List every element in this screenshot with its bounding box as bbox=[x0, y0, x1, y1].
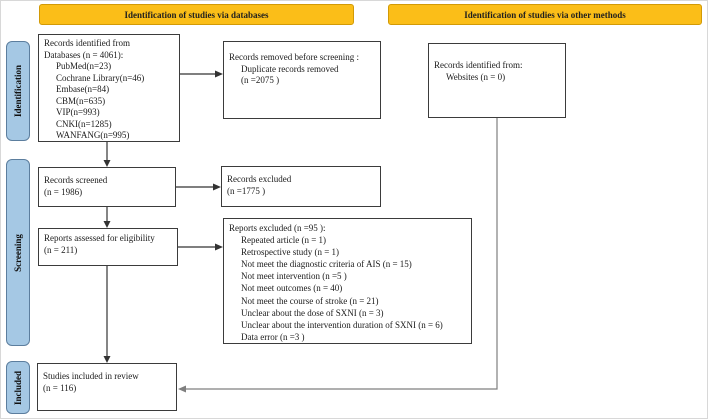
box-line: Unclear about the dose of SXNI (n = 3) bbox=[241, 307, 384, 318]
studies-included-box: Studies included in review (n = 116) bbox=[37, 363, 177, 411]
stage-identification-label: Identification bbox=[13, 64, 24, 118]
box-line: Duplicate records removed bbox=[241, 63, 339, 74]
arrowhead-down-icon bbox=[103, 221, 111, 228]
box-line: Websites (n = 0) bbox=[446, 71, 506, 82]
arrowhead-down-icon bbox=[103, 160, 111, 167]
box-line: Embase(n=84) bbox=[56, 84, 110, 94]
box-line: Not meet intervention (n =5 ) bbox=[241, 271, 347, 282]
box-line: Not meet outcomes (n = 40) bbox=[241, 283, 343, 294]
stage-identification: Identification bbox=[6, 41, 30, 141]
box-line: Records identified from: bbox=[434, 60, 523, 70]
box-line: (n = 211) bbox=[44, 244, 78, 255]
box-line: Databases (n = 4061): bbox=[44, 49, 124, 60]
stage-screening-label: Screening bbox=[13, 233, 23, 272]
box-line: VIP(n=993) bbox=[56, 107, 100, 117]
stage-included-label: Included bbox=[13, 370, 24, 405]
arrowhead-right-icon bbox=[215, 70, 223, 78]
stage-screening: Screening bbox=[6, 159, 30, 346]
arrowhead-down-icon bbox=[103, 356, 111, 363]
box-line: (n = 1986) bbox=[44, 186, 83, 197]
box-line: Reports assessed for eligibility bbox=[44, 233, 155, 243]
header-other-methods: Identification of studies via other meth… bbox=[388, 4, 702, 25]
arrowhead-right-icon bbox=[213, 183, 221, 191]
arrowhead-left-icon bbox=[178, 385, 186, 393]
reports-excluded-box: Reports excluded (n =95 ): Repeated arti… bbox=[223, 218, 472, 344]
header-databases: Identification of studies via databases bbox=[39, 4, 354, 25]
box-line: Unclear about the intervention duration … bbox=[241, 319, 443, 330]
header-databases-label: Identification of studies via databases bbox=[124, 9, 269, 20]
records-screened-box: Records screened (n = 1986) bbox=[38, 167, 176, 207]
box-line: (n = 116) bbox=[43, 382, 77, 393]
box-line: Not meet the course of stroke (n = 21) bbox=[241, 295, 379, 306]
box-line: Records excluded bbox=[227, 174, 292, 184]
box-line: WANFANG(n=995) bbox=[56, 130, 130, 140]
stage-included: Included bbox=[6, 361, 30, 414]
box-line: Records screened bbox=[44, 175, 108, 185]
box-line: Records identified from bbox=[44, 38, 130, 48]
websites-identified-box: Records identified from: Websites (n = 0… bbox=[428, 43, 566, 118]
box-line: Reports excluded (n =95 ): bbox=[229, 223, 326, 233]
box-line: Cochrane Library(n=46) bbox=[56, 72, 145, 83]
arrowhead-right-icon bbox=[215, 243, 223, 251]
box-line: CBM(n=635) bbox=[56, 95, 106, 106]
box-line: Studies included in review bbox=[43, 371, 139, 381]
box-line: (n =1775 ) bbox=[227, 185, 266, 196]
box-line: Records removed before screening : bbox=[229, 52, 359, 62]
records-identified-box: Records identified from Databases (n = 4… bbox=[38, 34, 180, 142]
box-line: Data error (n =3 ) bbox=[241, 331, 305, 342]
box-line: PubMed(n=23) bbox=[56, 61, 112, 71]
header-other-methods-label: Identification of studies via other meth… bbox=[464, 9, 626, 20]
records-removed-box: Records removed before screening : Dupli… bbox=[223, 41, 381, 119]
records-excluded-box: Records excluded (n =1775 ) bbox=[221, 166, 381, 207]
box-line: CNKI(n=1285) bbox=[56, 118, 112, 129]
box-line: Retrospective study (n = 1) bbox=[241, 247, 340, 258]
reports-assessed-box: Reports assessed for eligibility (n = 21… bbox=[38, 228, 178, 266]
box-line: Repeated article (n = 1) bbox=[241, 235, 327, 246]
box-line: Not meet the diagnostic criteria of AIS … bbox=[241, 259, 412, 270]
box-line: (n =2075 ) bbox=[241, 75, 280, 85]
